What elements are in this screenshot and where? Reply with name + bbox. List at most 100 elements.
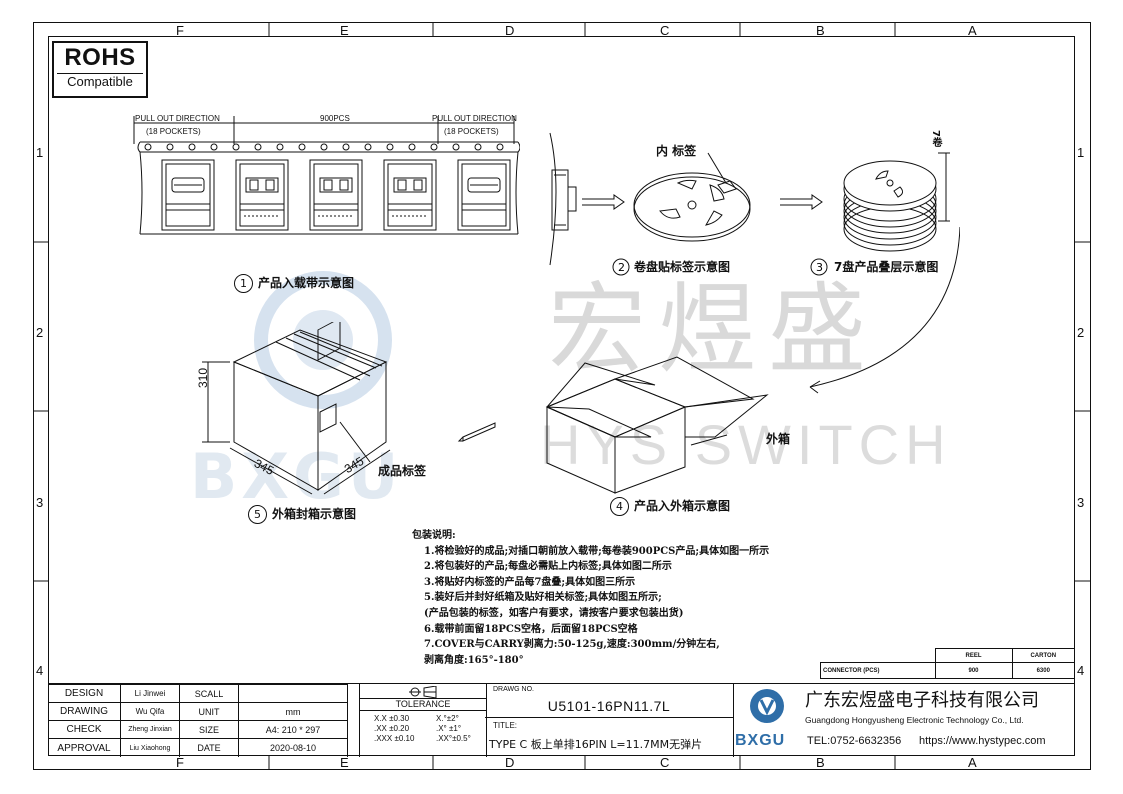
note-line: (产品包装的标签，如客户有要求，请按客户要求包装出货): [424, 607, 684, 619]
tolerance-label: TOLERANCE: [360, 698, 486, 711]
company-logo-text: BXGU: [735, 732, 786, 749]
seven-reels-text: 7卷: [930, 130, 941, 147]
quantity-table: REEL CARTON CONNECTOR (PCS) 900 6300: [820, 648, 1075, 679]
zone-row-right: 3: [1077, 495, 1085, 510]
drawing-label: DRAWING: [48, 702, 121, 722]
zone-col-top: C: [660, 23, 670, 38]
zone-col-top: B: [816, 23, 825, 38]
company-name-en: Guangdong Hongyusheng Electronic Technol…: [805, 715, 1024, 725]
drawing-no-label: DRAWG NO.: [493, 686, 534, 693]
qty-carton: 6300: [1011, 662, 1075, 679]
unit-value: mm: [238, 702, 348, 722]
pull-out-left: PULL OUT DIRECTION: [135, 114, 220, 123]
outer-box-text: 外箱: [766, 432, 791, 446]
tol-xx: .XX ±0.20: [374, 724, 410, 733]
design-label: DESIGN: [48, 683, 121, 704]
zone-col-bottom: F: [176, 755, 184, 770]
date-label: DATE: [179, 738, 239, 757]
svg-text:3: 3: [816, 261, 823, 274]
scall-value: [238, 683, 348, 704]
zone-row-left: 3: [36, 495, 44, 510]
drawing-number-box: DRAWG NO. U5101-16PN11.7L TITLE: TYPE C …: [485, 684, 734, 757]
rohs-badge: ROHS Compatible: [52, 41, 148, 98]
caption-number: 5: [248, 505, 267, 524]
rohs-subtitle: Compatible: [57, 73, 143, 90]
note-line: 2.将包装好的产品;每盘必需贴上内标签;具体如图二所示: [424, 561, 672, 573]
box-height-dim: 310: [196, 367, 210, 388]
title-block: DESIGN Li Jinwei SCALL DRAWING Wu Qifa U…: [48, 683, 1075, 757]
tol-a3: .XX°±0.5°: [436, 734, 471, 743]
pockets-right: (18 POCKETS): [444, 127, 499, 136]
note-line: 1.将检验好的成品;对插口朝前放入载带;每卷装900PCS产品;具体如图一所示: [424, 545, 770, 557]
packing-notes: 包装说明: 1.将检验好的成品;对插口朝前放入载带;每卷装900PCS产品;具体…: [412, 528, 769, 668]
pockets-left: (18 POCKETS): [146, 127, 201, 136]
note-line: 6.载带前面留18PCS空格，后面留18PCS空格: [424, 623, 638, 635]
tol-a2: .X° ±1°: [436, 724, 462, 733]
company-tel: TEL:0752-6632356: [807, 735, 902, 747]
company-website[interactable]: https://www.hystypec.com: [919, 735, 1046, 747]
caption-number: 1: [234, 274, 253, 293]
size-value: A4: 210 * 297: [238, 720, 348, 740]
zone-col-top: D: [505, 23, 515, 38]
zone-row-left: 4: [36, 663, 44, 678]
caption-text: 产品入外箱示意图: [634, 499, 731, 513]
qty-header-carton: CARTON: [1011, 648, 1075, 663]
check-name: Zheng Jinxian: [120, 720, 180, 740]
zone-col-bottom: E: [340, 755, 349, 770]
carrier-tape-drawing: [133, 116, 520, 235]
drawing-title: TYPE C 板上单排16PIN L=11.7MM无弹片: [489, 738, 703, 751]
zone-col-top: E: [340, 23, 349, 38]
note-line: 7.COVER与CARRY剥离力:50-125g,速度:300mm/分钟左右,: [424, 639, 720, 651]
zone-row-right: 1: [1077, 145, 1085, 160]
product-label-text: 成品标签: [378, 464, 427, 478]
design-name: Li Jinwei: [120, 683, 180, 704]
scall-label: SCALL: [179, 683, 239, 704]
tolerance-linear: X.X ±0.30 .XX ±0.20 .XXX ±0.10: [374, 714, 414, 744]
zone-col-bottom: D: [505, 755, 515, 770]
tape-count: 900PCS: [320, 114, 350, 123]
qty-row-label: CONNECTOR (PCS): [820, 662, 936, 679]
tol-a1: X.°±2°: [436, 714, 459, 723]
company-name-cn: 广东宏煜盛电子科技有限公司: [805, 690, 1039, 711]
zone-col-top: F: [176, 23, 184, 38]
note-line: 剥离角度:165°-180°: [424, 654, 524, 666]
zone-row-right: 4: [1077, 663, 1085, 678]
zone-col-bottom: A: [968, 755, 977, 770]
caption-text: 外箱封箱示意图: [272, 507, 357, 521]
tolerance-box: TOLERANCE X.X ±0.30 .XX ±0.20 .XXX ±0.10…: [359, 684, 487, 757]
drawing-name: Wu Qifa: [120, 702, 180, 722]
projection-symbol-icon: [409, 686, 437, 698]
signature-table: DESIGN Li Jinwei SCALL DRAWING Wu Qifa U…: [48, 683, 348, 757]
open-box-drawing: [457, 356, 769, 494]
zone-row-right: 2: [1077, 325, 1085, 340]
company-box: BXGU 广东宏煜盛电子科技有限公司 Guangdong Hongyusheng…: [733, 684, 1075, 757]
size-label: SIZE: [179, 720, 239, 740]
caption-1: 1 产品入载带示意图: [234, 274, 354, 293]
zone-col-bottom: C: [660, 755, 670, 770]
inner-label-text: 内 标签: [656, 144, 697, 158]
note-line: 3.将贴好内标签的产品每7盘叠;具体如图三所示: [424, 576, 636, 588]
caption-number: 4: [610, 497, 629, 516]
caption-3: 7盘产品叠层示意图: [834, 260, 939, 274]
note-line: 5.装好后并封好纸箱及贴好相关标签;具体如图五所示;: [424, 592, 662, 604]
sealed-box-drawing: [202, 322, 391, 495]
drawing-inner-frame: [48, 36, 1075, 756]
caption-5: 5 外箱封箱示意图: [248, 505, 356, 524]
approval-label: APPROVAL: [48, 738, 121, 757]
watermark-en: HYS SWITCH: [540, 413, 952, 476]
tol-xxx: .XXX ±0.10: [374, 734, 415, 743]
notes-title: 包装说明:: [412, 530, 456, 541]
zone-col-bottom: B: [816, 755, 825, 770]
zone-row-left: 2: [36, 325, 44, 340]
qty-header-blank: [820, 648, 936, 663]
caption-text: 产品入载带示意图: [258, 276, 355, 290]
rohs-title: ROHS: [64, 44, 136, 71]
watermark-logo-icon: [254, 271, 392, 409]
title-label: TITLE:: [493, 721, 518, 730]
drawing-no: U5101-16PN11.7L: [547, 698, 671, 714]
pull-out-right: PULL OUT DIRECTION: [432, 114, 517, 123]
tol-x: X.X ±0.30: [374, 714, 410, 723]
check-label: CHECK: [48, 720, 121, 740]
caption-4: 4 产品入外箱示意图: [610, 497, 730, 516]
